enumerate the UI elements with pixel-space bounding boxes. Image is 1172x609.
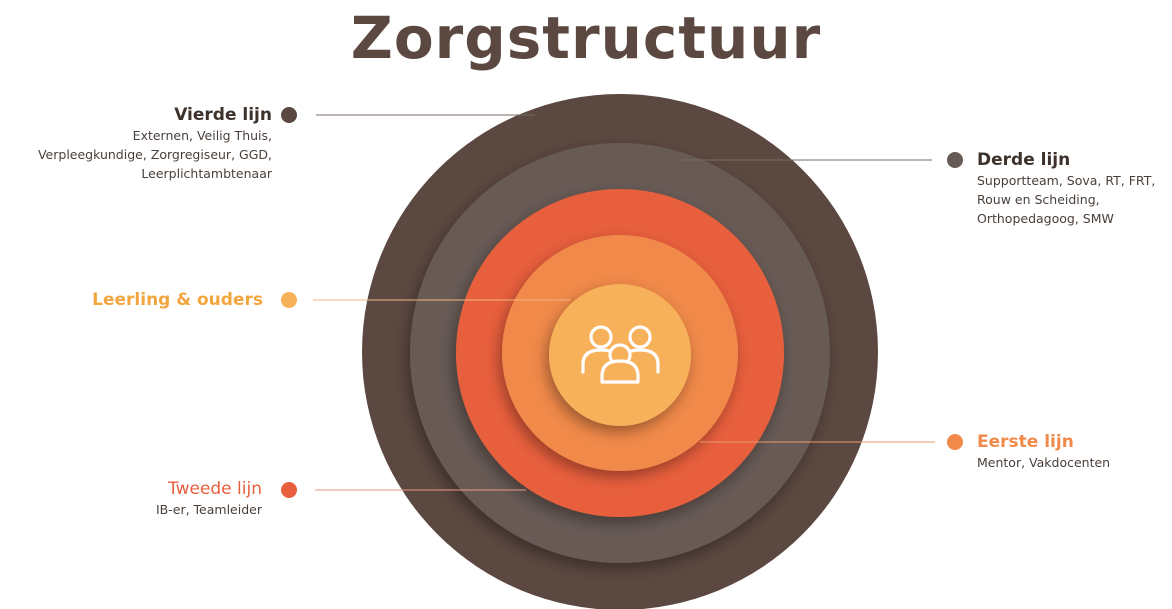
people-group-icon: [581, 325, 660, 384]
label-leerling-ouders: Leerling & ouders: [3, 289, 263, 311]
vierde-lijn-title: Vierde lijn: [174, 105, 272, 125]
derde-lijn-detail: Orthopedagoog, SMW: [977, 211, 1114, 226]
vierde-lijn-detail: Verpleegkundige, Zorgregiseur, GGD,: [37, 147, 272, 162]
tweede-lijn-detail: IB-er, Teamleider: [156, 502, 262, 517]
derde-lijn-title: Derde lijn: [977, 150, 1071, 170]
label-tweede-lijn: Tweede lijn IB-er, Teamleider: [62, 478, 262, 519]
derde-lijn-detail: Rouw en Scheiding,: [977, 192, 1100, 207]
vierde-lijn-detail: Leerplichtambtenaar: [141, 166, 272, 181]
vierde-lijn-detail: Externen, Veilig Thuis,: [132, 128, 272, 143]
tweede-lijn-title: Tweede lijn: [168, 479, 262, 499]
leerling-ouders-title: Leerling & ouders: [92, 290, 263, 310]
eerste-lijn-title: Eerste lijn: [977, 432, 1074, 452]
label-eerste-lijn: Eerste lijn Mentor, Vakdocenten: [977, 431, 1167, 472]
dot-eerste-lijn: [947, 434, 963, 450]
dot-leerling: [281, 292, 297, 308]
page-title: Zorgstructuur: [350, 4, 822, 72]
label-vierde-lijn: Vierde lijn Externen, Veilig Thuis, Verp…: [0, 104, 272, 183]
dot-derde-lijn: [947, 152, 963, 168]
label-derde-lijn: Derde lijn Supportteam, Sova, RT, FRT, R…: [977, 149, 1167, 228]
derde-lijn-detail: Supportteam, Sova, RT, FRT,: [977, 173, 1156, 188]
dot-vierde-lijn: [281, 107, 297, 123]
eerste-lijn-detail: Mentor, Vakdocenten: [977, 455, 1111, 470]
dot-tweede-lijn: [281, 482, 297, 498]
